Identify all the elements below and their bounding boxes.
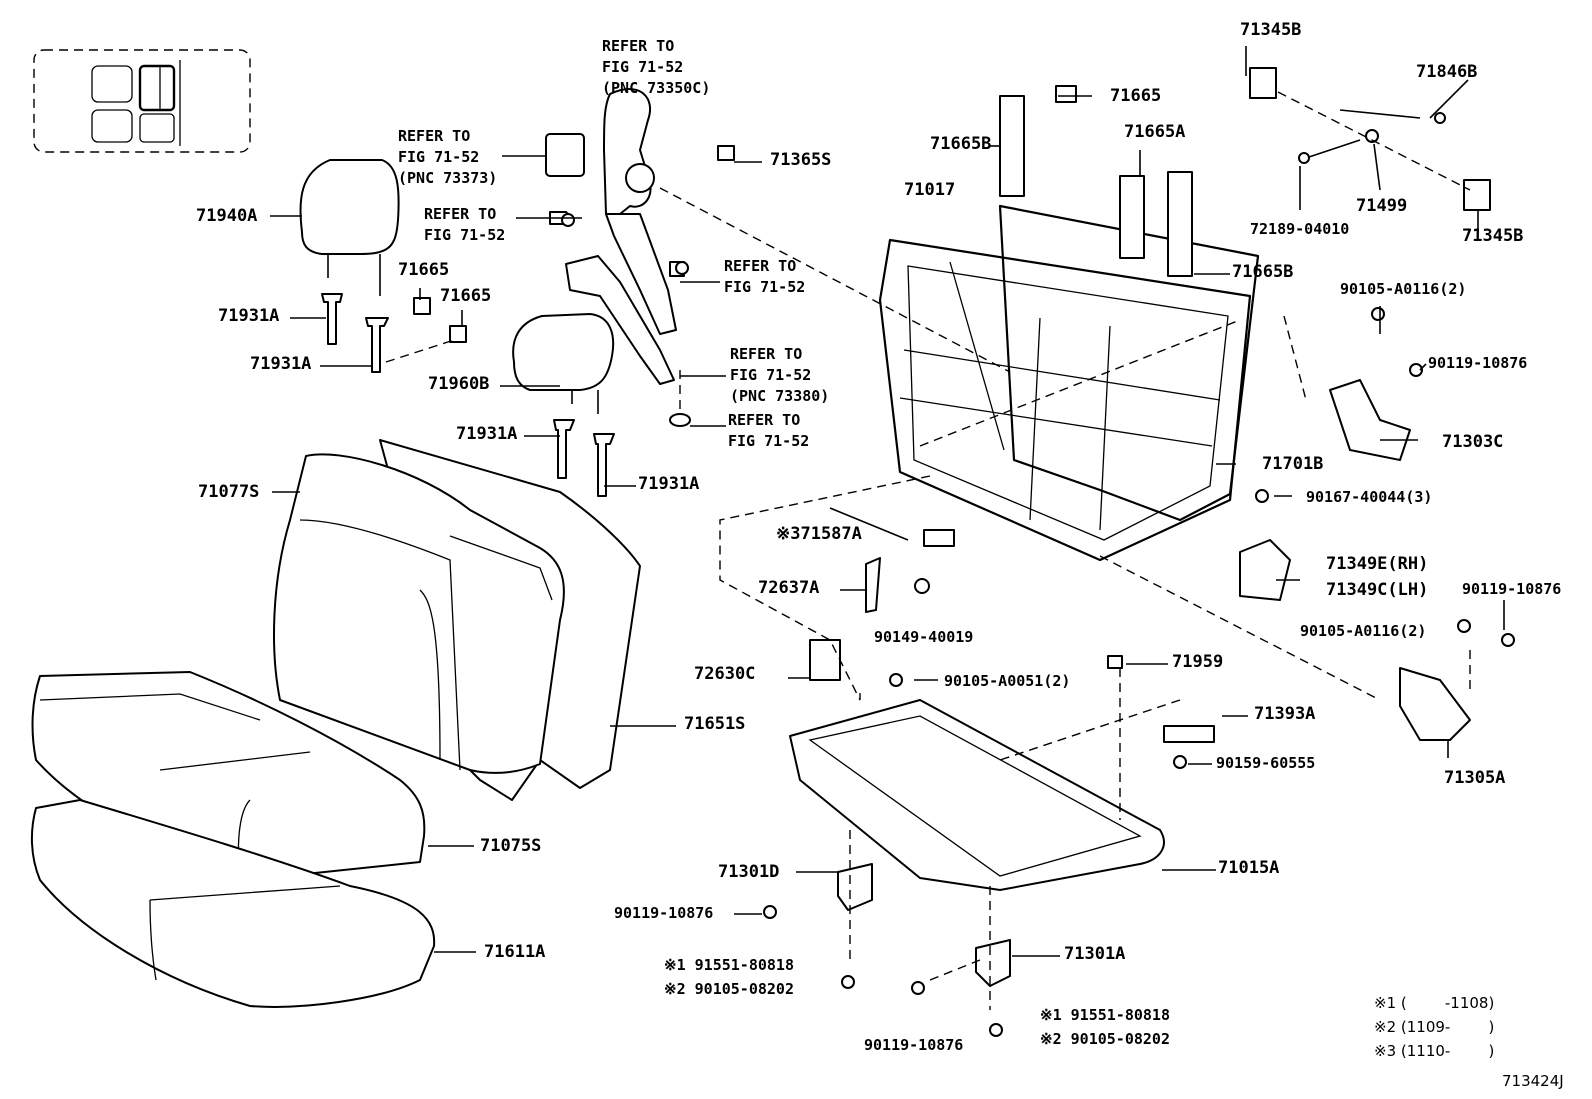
part-label-71701b[interactable]: 71701B [1262, 454, 1324, 474]
part-label-71015a[interactable]: 71015A [1218, 858, 1280, 878]
seat-pad-drawing [30, 799, 436, 1008]
part-label-91551-80818[interactable]: ※1 91551-80818 [664, 956, 794, 974]
headrest-71940a-drawing [299, 159, 400, 296]
seatbelt-drawing [545, 88, 735, 427]
part-label-71077s[interactable]: 71077S [198, 482, 260, 502]
refer-to-callout[interactable]: REFER TO FIG 71-52 (PNC 73350C) [602, 37, 711, 97]
part-label-71349c[interactable]: 71349C(LH) [1326, 580, 1429, 600]
part-label-71940a[interactable]: 71940A [196, 206, 258, 226]
part-label-90105-a0051[interactable]: 90105-A0051(2) [944, 672, 1071, 690]
part-label-90105-a0116[interactable]: 90105-A0116(2) [1300, 622, 1427, 640]
part-label-71665b[interactable]: 71665B [1232, 262, 1294, 282]
part-label-90105-08202[interactable]: ※2 90105-08202 [664, 980, 794, 998]
part-label-71345b[interactable]: 71345B [1462, 226, 1524, 246]
part-label-71651s[interactable]: 71651S [684, 714, 746, 734]
leader-lines [270, 46, 1505, 957]
part-label-71960b[interactable]: 71960B [428, 374, 490, 394]
vehicle-seat-locator-inset [33, 49, 251, 153]
part-label-71665b[interactable]: 71665B [930, 134, 992, 154]
refer-to-callout[interactable]: REFER TO FIG 71-52 (PNC 73380) [730, 345, 830, 405]
refer-to-callout[interactable]: REFER TO FIG 71-52 [728, 411, 810, 450]
part-label-72630c[interactable]: 72630C [694, 664, 756, 684]
part-label-90119-10876[interactable]: 90119-10876 [864, 1036, 964, 1054]
part-label-72189-04010[interactable]: 72189-04010 [1250, 220, 1350, 238]
part-label-90149-40019[interactable]: 90149-40019 [874, 628, 974, 646]
part-label-90119-10876[interactable]: 90119-10876 [1428, 354, 1528, 372]
part-label-71587a[interactable]: ※371587A [776, 524, 862, 544]
part-label-71303c[interactable]: 71303C [1442, 432, 1504, 452]
part-label-71349e[interactable]: 71349E(RH) [1326, 554, 1429, 574]
part-label-90119-10876[interactable]: 90119-10876 [1462, 580, 1562, 598]
part-label-71499[interactable]: 71499 [1356, 196, 1408, 216]
part-label-90159-60555[interactable]: 90159-60555 [1216, 754, 1316, 772]
part-label-71931a[interactable]: 71931A [638, 474, 700, 494]
part-label-71393a[interactable]: 71393A [1254, 704, 1316, 724]
part-label-71075s[interactable]: 71075S [480, 836, 542, 856]
seatback-drawing [273, 439, 641, 801]
figure-code: 713424J [1502, 1072, 1564, 1090]
part-label-90119-10876[interactable]: 90119-10876 [614, 904, 714, 922]
part-label-71959[interactable]: 71959 [1172, 652, 1224, 672]
headrest-71960b-drawing [512, 313, 615, 414]
footnote-3: ※3 (1110- ) [1374, 1042, 1495, 1060]
refer-to-callout[interactable]: REFER TO FIG 71-52 (PNC 73373) [398, 127, 498, 187]
part-label-71665[interactable]: 71665 [398, 260, 450, 280]
part-label-71301a[interactable]: 71301A [1064, 944, 1126, 964]
part-label-90167-40044[interactable]: 90167-40044(3) [1306, 488, 1433, 506]
part-label-71931a[interactable]: 71931A [218, 306, 280, 326]
refer-to-callout[interactable]: REFER TO FIG 71-52 [424, 205, 506, 244]
footnote-2: ※2 (1109- ) [1374, 1018, 1495, 1036]
part-label-90105-a0116[interactable]: 90105-A0116(2) [1340, 280, 1467, 298]
part-label-72637a[interactable]: 72637A [758, 578, 820, 598]
part-label-91551-80818[interactable]: ※1 91551-80818 [1040, 1006, 1170, 1024]
part-label-71665[interactable]: 71665 [1110, 86, 1162, 106]
footnote-1: ※1 ( -1108) [1374, 994, 1495, 1012]
part-label-71301d[interactable]: 71301D [718, 862, 780, 882]
seatback-frame-drawing [878, 85, 1260, 562]
part-label-71665[interactable]: 71665 [440, 286, 492, 306]
relation-lines-drawing [659, 187, 1471, 1010]
part-label-71665a[interactable]: 71665A [1124, 122, 1186, 142]
seat-base-tray-drawing [789, 655, 1215, 891]
part-label-71305a[interactable]: 71305A [1444, 768, 1506, 788]
part-label-71017[interactable]: 71017 [904, 180, 956, 200]
part-label-71931a[interactable]: 71931A [250, 354, 312, 374]
small-brackets-drawing [809, 529, 1011, 987]
part-label-71846b[interactable]: 71846B [1416, 62, 1478, 82]
refer-to-callout[interactable]: REFER TO FIG 71-52 [724, 257, 806, 296]
headrest-guides-drawing [321, 293, 615, 497]
fasteners-drawing [561, 112, 1515, 1037]
part-label-71611a[interactable]: 71611A [484, 942, 546, 962]
part-label-71931a[interactable]: 71931A [456, 424, 518, 444]
part-label-71365s[interactable]: 71365S [770, 150, 832, 170]
part-label-71345b[interactable]: 71345B [1240, 20, 1302, 40]
part-label-90105-08202[interactable]: ※2 90105-08202 [1040, 1030, 1170, 1048]
